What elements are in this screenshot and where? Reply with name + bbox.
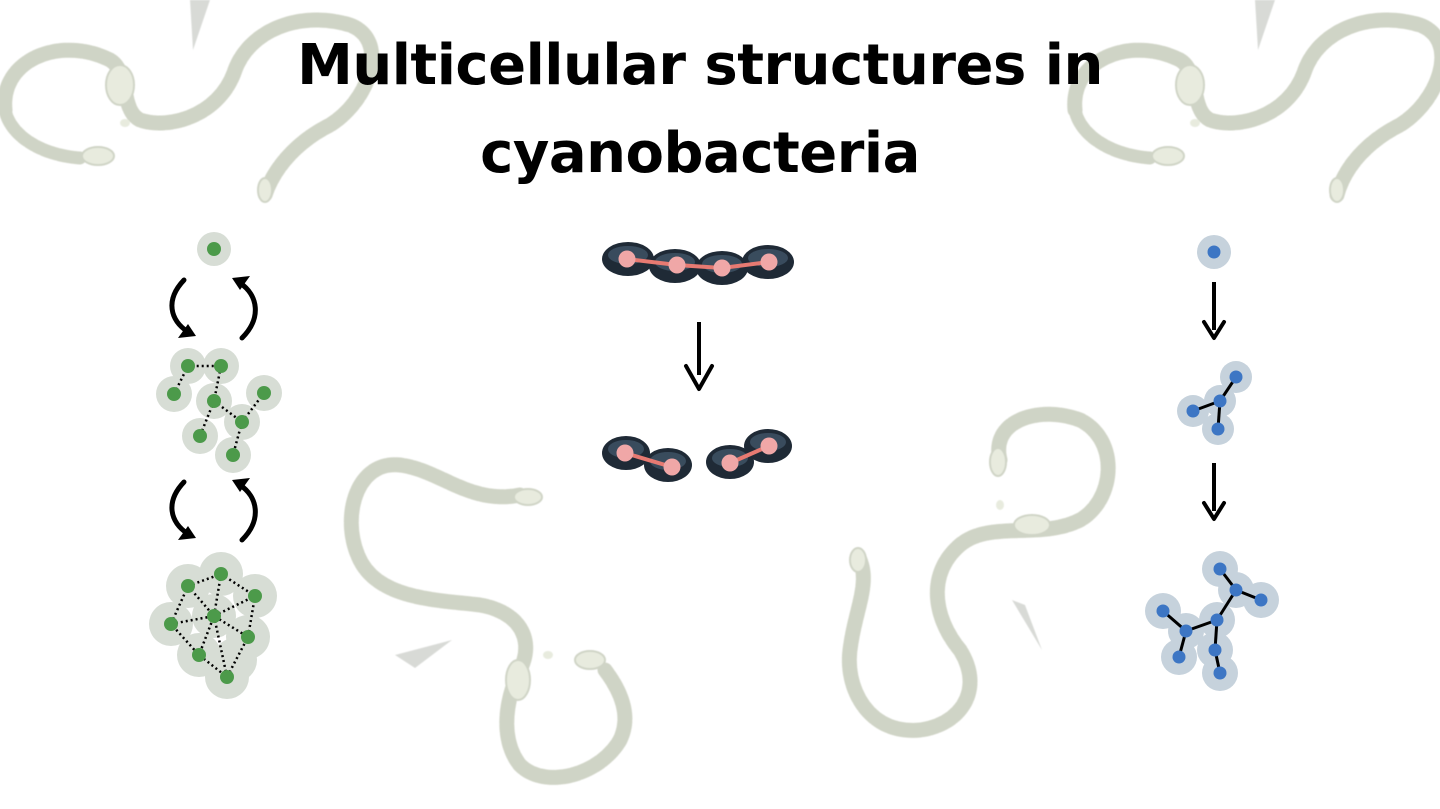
blue-single-cell [1197, 235, 1231, 269]
title-line-2: cyanobacteria [480, 121, 920, 186]
page-title: Multicellular structures in cyanobacteri… [220, 22, 1180, 198]
left-panel-green-clusters [149, 232, 282, 699]
down-arrow-right-2 [1202, 463, 1226, 521]
green-single-cell [197, 232, 231, 266]
two-cell-fragment-left [602, 436, 692, 482]
right-panel-blue-branching [1145, 235, 1279, 691]
two-cell-fragment-right [706, 429, 792, 479]
down-arrow-center [684, 322, 714, 391]
curved-arrows-bottom [169, 479, 258, 543]
blue-small-branch [1177, 361, 1252, 445]
background-heterocyst-1 [105, 64, 135, 106]
background-filament-top-right [1067, 12, 1440, 203]
background-filament-middle-right [841, 406, 1116, 738]
blue-large-branch [1145, 551, 1279, 691]
green-large-cluster [149, 552, 277, 699]
background-filament-middle-left [343, 457, 633, 785]
down-arrow-right-1 [1202, 282, 1226, 340]
green-small-cluster [156, 348, 282, 473]
background-filament-top-left [0, 12, 380, 203]
curved-arrows-top [169, 277, 258, 341]
center-panel-filament [602, 242, 794, 482]
four-cell-filament [602, 242, 794, 285]
title-line-1: Multicellular structures in [297, 33, 1103, 98]
